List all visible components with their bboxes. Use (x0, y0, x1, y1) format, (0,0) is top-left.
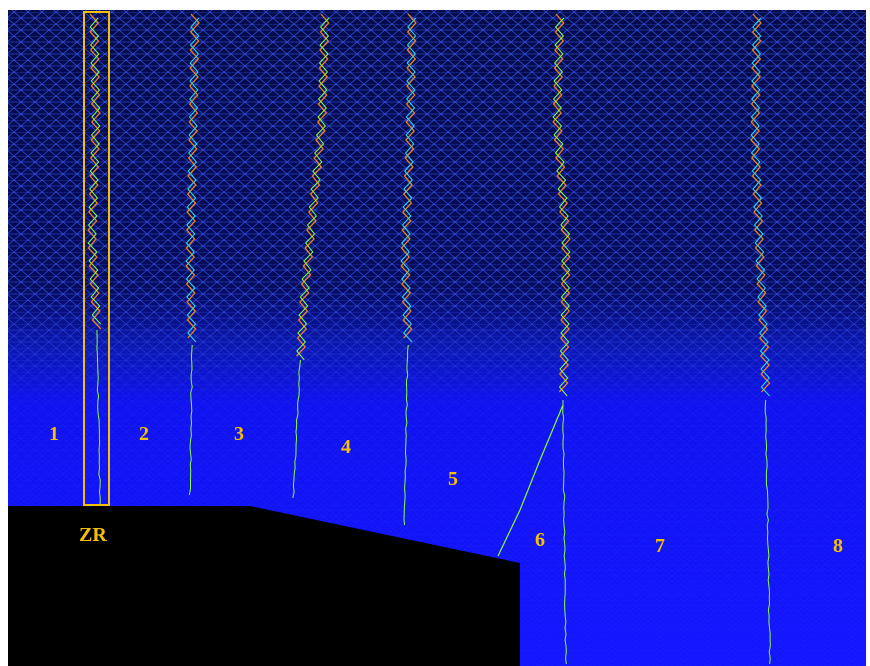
zone-label-3: 3 (234, 423, 244, 445)
zone-label-5: 5 (448, 468, 458, 490)
zone-label-4: 4 (341, 436, 351, 458)
zone-label-2: 2 (139, 423, 149, 445)
zone-label-8: 8 (833, 535, 843, 557)
zone-label-6: 6 (535, 529, 545, 551)
zr-label: ZR (79, 524, 107, 546)
zone-label-7: 7 (655, 535, 665, 557)
zone-label-1: 1 (49, 423, 59, 445)
